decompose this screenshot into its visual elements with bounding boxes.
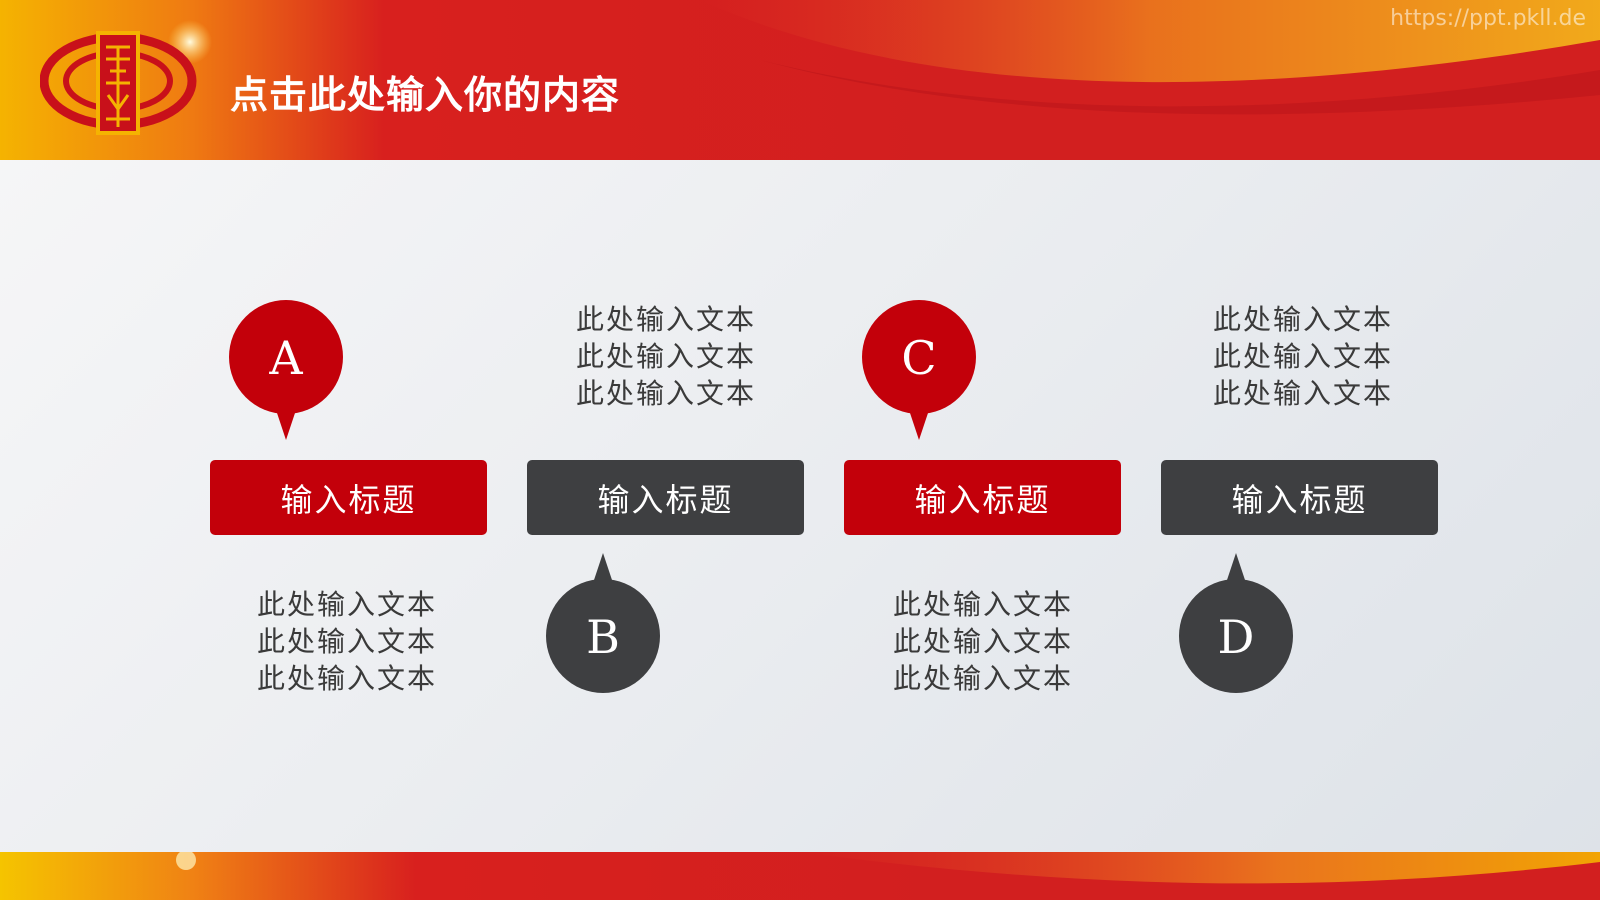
- pin-red-icon: [862, 300, 976, 440]
- footer-wave-decoration: [176, 852, 1600, 884]
- step-c-marker: C: [860, 300, 978, 442]
- step-b-text-line-2: 此处输入文本: [575, 340, 756, 373]
- step-d-text-line-2: 此处输入文本: [1212, 340, 1393, 373]
- step-c-text-line-2: 此处输入文本: [892, 625, 1073, 658]
- step-d-text-line-1: 此处输入文本: [1212, 303, 1393, 336]
- page-title[interactable]: 点击此处输入你的内容: [230, 73, 621, 117]
- step-d-text-line-3: 此处输入文本: [1212, 377, 1393, 410]
- step-c-text-line-1: 此处输入文本: [892, 588, 1073, 621]
- step-d-title-box[interactable]: 输入标题: [1161, 460, 1438, 535]
- tax-emblem-icon: [40, 31, 197, 135]
- step-b-marker: B: [544, 551, 662, 693]
- step-b-text-line-3: 此处输入文本: [575, 377, 756, 410]
- step-a-marker: A: [227, 300, 345, 442]
- step-d-text[interactable]: 此处输入文本 此处输入文本 此处输入文本: [1183, 301, 1423, 412]
- watermark: https://ppt.pkll.de: [1390, 6, 1586, 31]
- step-a-text-line-1: 此处输入文本: [256, 588, 437, 621]
- step-a-title-box[interactable]: 输入标题: [210, 460, 487, 535]
- step-b-title-box[interactable]: 输入标题: [527, 460, 804, 535]
- step-b-text[interactable]: 此处输入文本 此处输入文本 此处输入文本: [546, 301, 786, 412]
- header-banner: 点击此处输入你的内容 https://ppt.pkll.de: [0, 0, 1600, 160]
- step-c-title-box[interactable]: 输入标题: [844, 460, 1121, 535]
- step-b-letter: B: [586, 610, 620, 664]
- pin-gray-icon: [546, 553, 660, 693]
- step-c-text-line-3: 此处输入文本: [892, 662, 1073, 695]
- step-a-text-line-2: 此处输入文本: [256, 625, 437, 658]
- pin-gray-icon: [1179, 553, 1293, 693]
- step-a-text[interactable]: 此处输入文本 此处输入文本 此处输入文本: [227, 586, 467, 697]
- pin-red-icon: [229, 300, 343, 440]
- step-b-text-line-1: 此处输入文本: [575, 303, 756, 336]
- step-d-letter: D: [1217, 610, 1255, 664]
- step-a-text-line-3: 此处输入文本: [256, 662, 437, 695]
- step-d-marker: D: [1177, 551, 1295, 693]
- step-c-text[interactable]: 此处输入文本 此处输入文本 此处输入文本: [863, 586, 1103, 697]
- footer-banner: [0, 852, 1600, 900]
- step-c-letter: C: [901, 331, 937, 385]
- step-a-letter: A: [269, 331, 303, 385]
